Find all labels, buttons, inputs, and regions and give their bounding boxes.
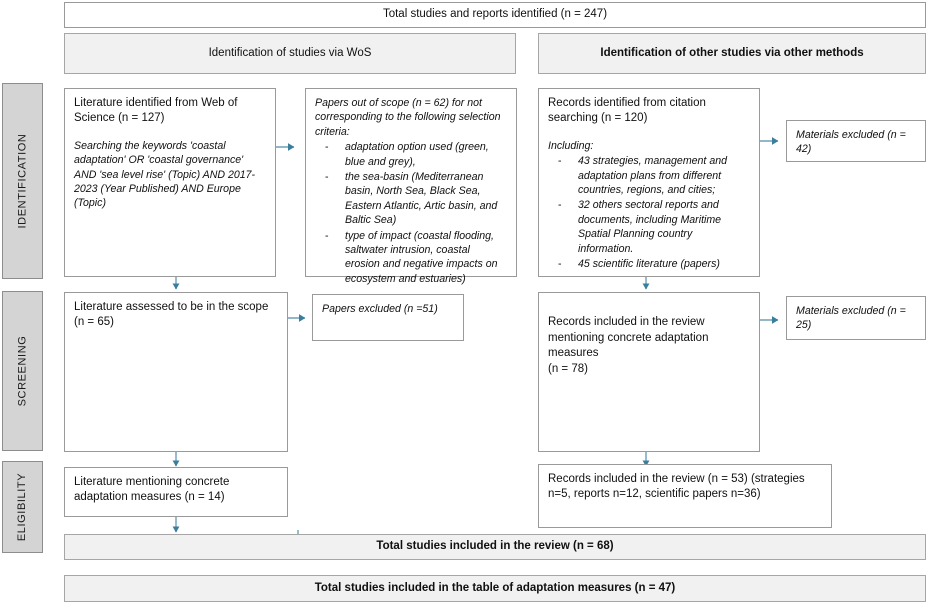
total-included-review-bar: Total studies included in the review (n … (64, 534, 926, 560)
out-of-scope-criteria-list: adaptation option used (green, blue and … (315, 140, 507, 286)
literature-concrete-box: Literature mentioning concrete adaptatio… (64, 467, 288, 517)
list-item: type of impact (coastal flooding, saltwa… (315, 229, 507, 287)
column-header-other: Identification of other studies via othe… (538, 33, 926, 74)
stage-label-screening: SCREENING (2, 291, 43, 451)
citation-source-list: 43 strategies, management and adaptation… (548, 154, 750, 272)
total-included-table-bar: Total studies included in the table of a… (64, 575, 926, 602)
out-of-scope-heading: Papers out of scope (n = 62) for not cor… (315, 97, 501, 138)
column-header-other-label: Identification of other studies via othe… (600, 46, 864, 59)
records-included-box: Records included in the review mentionin… (538, 292, 760, 452)
literature-concrete-label: Literature mentioning concrete adaptatio… (74, 476, 230, 504)
citation-source-box: Records identified from citation searchi… (538, 88, 760, 277)
records-included-label: Records included in the review mentionin… (548, 316, 709, 375)
column-header-wos-label: Identification of studies via WoS (208, 46, 372, 59)
records-review-box: Records included in the review (n = 53) … (538, 464, 832, 528)
citation-source-note: Including: (548, 139, 594, 152)
citation-source-heading: Records identified from citation searchi… (548, 97, 706, 125)
wos-source-note: Searching the keywords 'coastal adaptati… (74, 139, 256, 210)
column-header-wos: Identification of studies via WoS (64, 33, 516, 74)
total-included-review-label: Total studies included in the review (n … (376, 540, 614, 553)
list-item: 43 strategies, management and adaptation… (548, 154, 750, 197)
stage-identification-text: IDENTIFICATION (16, 133, 29, 229)
materials-excluded-25-box: Materials excluded (n = 25) (786, 296, 926, 340)
wos-source-heading: Literature identified from Web of Scienc… (74, 97, 238, 125)
list-item: the sea-basin (Mediterranean basin, Nort… (315, 170, 507, 228)
in-scope-label: Literature assessed to be in the scope (… (74, 301, 269, 329)
in-scope-box: Literature assessed to be in the scope (… (64, 292, 288, 452)
list-item: 32 others sectoral reports and documents… (548, 198, 750, 256)
wos-source-box: Literature identified from Web of Scienc… (64, 88, 276, 277)
stage-eligibility-text: ELIGIBILITY (16, 472, 29, 542)
papers-out-of-scope-box: Papers out of scope (n = 62) for not cor… (305, 88, 517, 285)
materials-excluded-42-label: Materials excluded (n = 42) (796, 129, 906, 156)
records-review-label: Records included in the review (n = 53) … (548, 473, 805, 501)
list-item: 45 scientific literature (papers) (548, 257, 750, 272)
stage-label-identification: IDENTIFICATION (2, 83, 43, 279)
total-included-table-label: Total studies included in the table of a… (314, 581, 676, 594)
papers-excluded-label: Papers excluded (n =51) (322, 303, 438, 315)
papers-excluded-box: Papers excluded (n =51) (312, 294, 464, 341)
materials-excluded-42-box: Materials excluded (n = 42) (786, 120, 926, 162)
materials-excluded-25-label: Materials excluded (n = 25) (796, 305, 906, 332)
stage-screening-text: SCREENING (16, 335, 29, 407)
total-identified-label: Total studies and reports identified (n … (382, 8, 608, 21)
total-identified-banner: Total studies and reports identified (n … (64, 2, 926, 28)
list-item: adaptation option used (green, blue and … (315, 140, 507, 169)
stage-label-eligibility: ELIGIBILITY (2, 461, 43, 553)
